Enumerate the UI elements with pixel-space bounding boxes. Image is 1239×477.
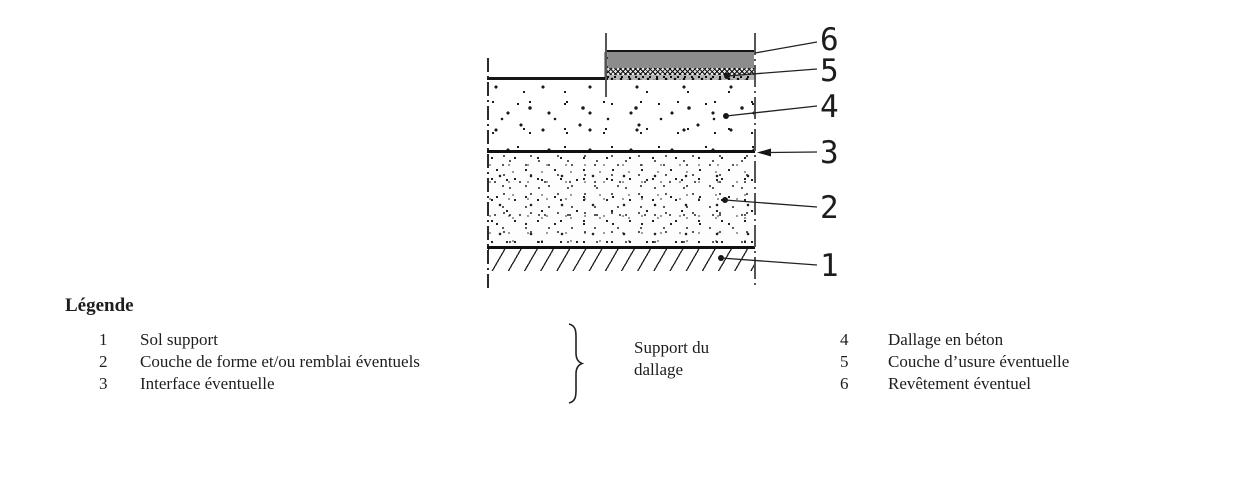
callout-1: 1 [820, 248, 839, 284]
legend-group-label: Support du dallage [634, 338, 710, 379]
legend-num-1: 1 [99, 330, 108, 349]
legend-label-sol-support: Sol support [140, 330, 218, 349]
legend-num-6: 6 [840, 374, 849, 393]
arrowhead-icon [757, 148, 771, 157]
layer-1-sol-support-hatch [488, 249, 754, 271]
layer-3-interface-line [487, 150, 755, 153]
legend-num-4: 4 [840, 330, 849, 349]
callout-6: 6 [820, 22, 839, 58]
section-boundary-middle [605, 33, 607, 97]
leader-line-6 [754, 41, 818, 54]
layer-6-revetement [606, 50, 754, 70]
legend-label-dallage-beton: Dallage en béton [888, 330, 1004, 349]
callout-5: 5 [820, 53, 839, 89]
callout-2: 2 [820, 190, 839, 226]
legend-num-5: 5 [840, 352, 849, 371]
legend-title: Légende [65, 295, 134, 316]
section-boundary-right [753, 33, 756, 287]
callout-3: 3 [820, 135, 839, 171]
layer-2-couche-de-forme [488, 153, 754, 246]
legend-num-2: 2 [99, 352, 108, 371]
legend-label-couche-usure: Couche d’usure éventuelle [888, 352, 1070, 371]
legend-num-3: 3 [99, 374, 108, 393]
layer-1-top-line [487, 246, 755, 249]
section-boundary-left [487, 58, 489, 288]
legend-label-interface: Interface éventuelle [140, 374, 275, 393]
layer-5-couche-usure-crosshatch [606, 68, 754, 75]
layer-4-top-line [487, 77, 608, 80]
leader-line-3 [768, 151, 818, 154]
brace [568, 323, 585, 404]
layer-4-dallage-beton [488, 80, 754, 150]
legend-label-couche-de-forme: Couche de forme et/ou remblai éventuels [140, 352, 420, 371]
layer-5-couche-usure-speckle [606, 75, 754, 82]
legend-label-revetement: Revêtement éventuel [888, 374, 1032, 393]
callout-4: 4 [820, 89, 839, 125]
